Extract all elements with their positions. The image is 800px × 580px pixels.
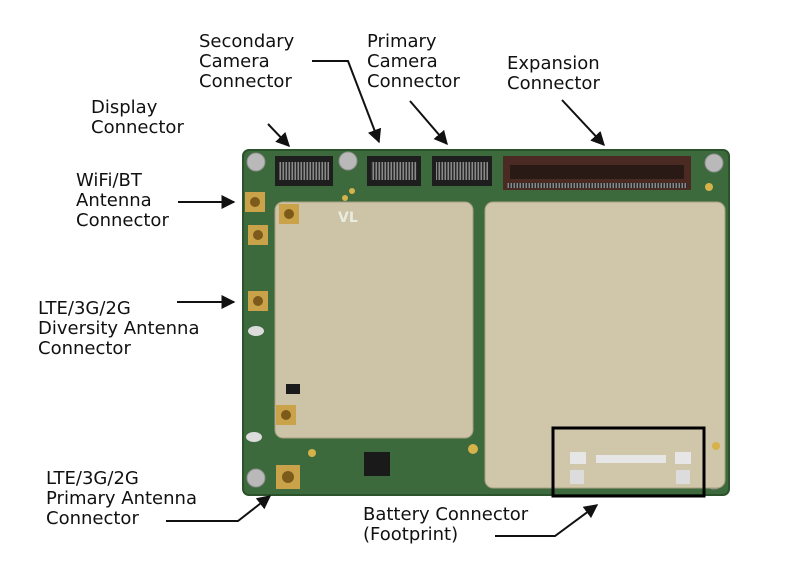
pcb-edge [242,149,730,496]
label-line: Camera [367,51,438,72]
lte-primary-antenna-label: LTE/3G/2G Primary Antenna Connector [46,469,197,529]
mounting-hole [704,153,724,173]
display-arrow [267,123,290,148]
lte-diversity-antenna-connector [248,291,268,311]
chip-component [364,452,390,476]
label-line: Primary [367,31,437,52]
secondary-camera-connector-label: Secondary Camera Connector [199,32,294,92]
label-line: LTE/3G/2G [38,298,131,319]
test-pad [342,195,348,201]
lte-primary-antenna-connector [276,465,300,489]
gps-antenna-connector [276,405,296,425]
battery-connector-label: Battery Connector (Footprint) [363,505,528,545]
label-line: Display [91,97,158,118]
label-line: Secondary [199,31,295,52]
test-pad [349,188,355,194]
test-pad [705,183,713,191]
wifi-bt-antenna-label: WiFi/BT Antenna Connector [76,171,169,231]
mounting-hole [338,151,358,171]
test-pad [308,449,316,457]
led-component [246,432,262,442]
expansion-arrow [561,99,605,147]
lte-primary-arrow [166,495,272,522]
antenna-connector [248,225,268,245]
label-line: Connector [507,73,600,94]
label-line: Connector [38,338,131,359]
expansion-connector-slot [510,165,684,179]
display-connector-label: Display Connector [91,98,184,138]
primary-camera-connector-pins [436,162,488,180]
secondary-camera-arrow [312,60,382,144]
label-line: Connector [367,71,460,92]
label-line: Expansion [507,53,600,74]
battery-footprint [570,452,691,484]
label-line: Connector [199,71,292,92]
chip-component [286,384,300,394]
right-rf-shield [484,201,726,489]
battery-arrow [495,504,599,537]
label-line: Connector [91,117,184,138]
label-line: (Footprint) [363,524,459,545]
label-line: Connector [76,210,169,231]
display-connector-pins [279,162,329,180]
wifi-bt-antenna-connector [245,192,265,212]
board-logo: VL [338,210,358,226]
led-component [248,326,264,336]
label-line: Antenna [76,190,152,211]
label-line: WiFi/BT [76,170,142,191]
label-line: Camera [199,51,270,72]
battery-highlight-box [551,426,706,498]
label-line: Battery Connector [363,504,529,525]
primary-camera-connector-label: Primary Camera Connector [367,32,460,92]
label-line: LTE/3G/2G [46,468,139,489]
mounting-hole [246,468,266,488]
expansion-connector-pins [507,183,687,188]
primary-camera-arrow [409,100,448,146]
label-line: Primary Antenna [46,488,197,509]
test-pad [468,444,478,454]
test-pad [712,442,720,450]
secondary-camera-connector-pins [371,162,417,180]
mounting-hole [246,152,266,172]
aux-antenna-connector [279,204,299,224]
expansion-connector-label: Expansion Connector [507,54,600,94]
lte-diversity-antenna-label: LTE/3G/2G Diversity Antenna Connector [38,299,200,359]
label-line: Diversity Antenna [38,318,200,339]
label-line: Connector [46,508,139,529]
left-rf-shield [274,201,474,439]
